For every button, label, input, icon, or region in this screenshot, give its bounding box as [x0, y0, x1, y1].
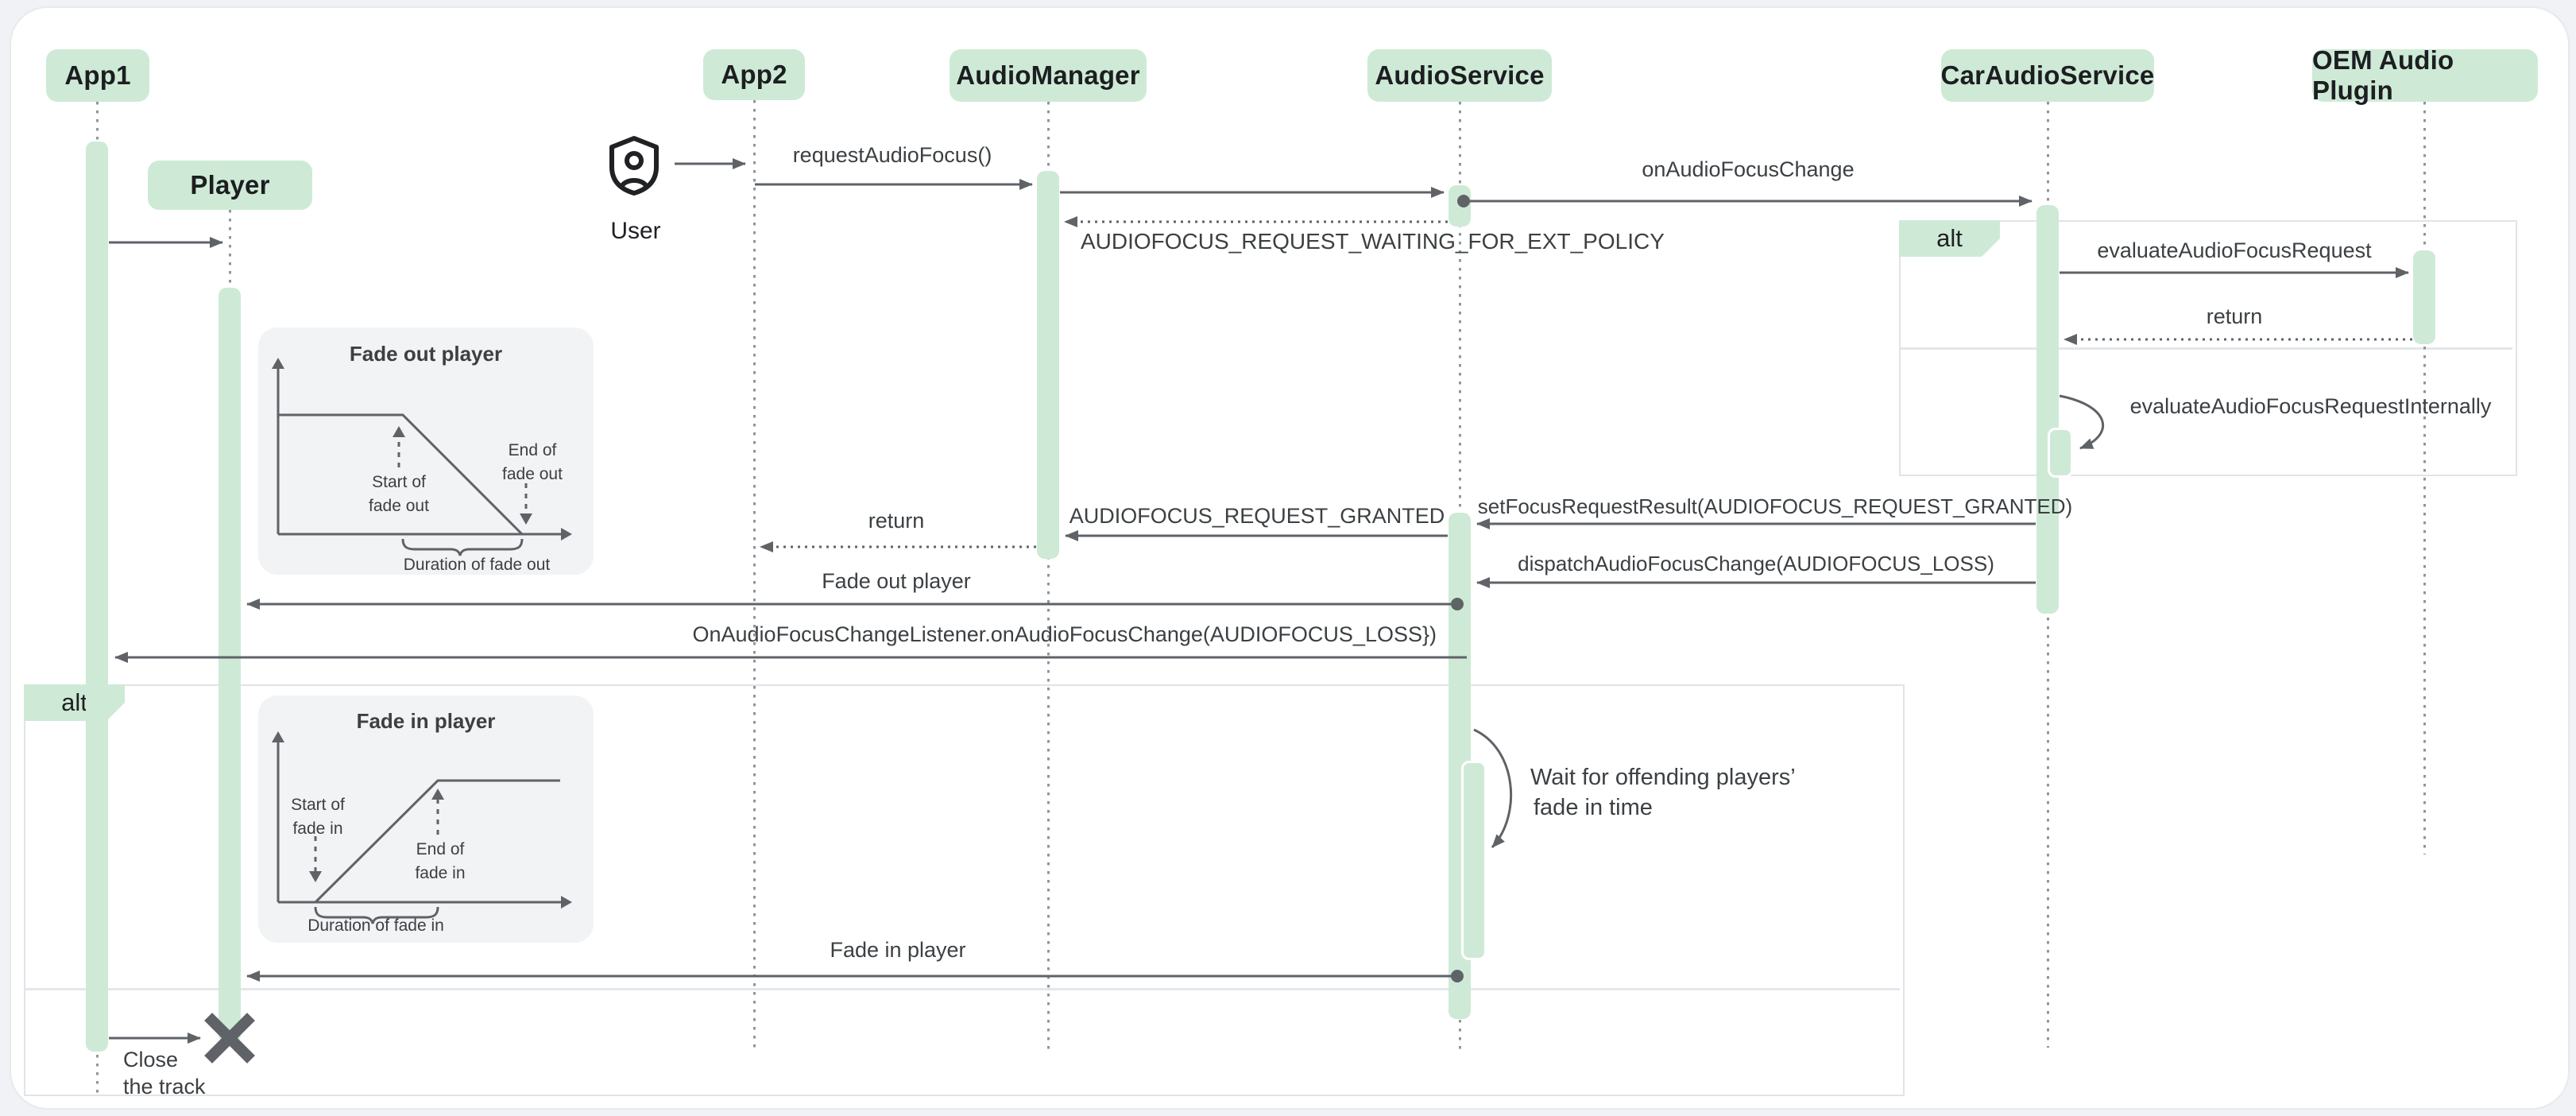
label-wait-note-line2: fade in time: [1534, 795, 1653, 820]
label-evaluate-return: return: [2206, 304, 2263, 328]
destroy-x-icon: [204, 1013, 255, 1064]
arrow-wait-loop: [1473, 728, 1513, 849]
activation-app1: [86, 141, 108, 1052]
participant-caraudioservice: CarAudioService: [1941, 49, 2154, 102]
fade-in-end-label: End of fade in: [415, 840, 466, 882]
fade-in-title: Fade in player: [356, 709, 496, 733]
actor-label: User: [610, 218, 661, 244]
dot-fade-in: [1451, 970, 1464, 982]
participant-app2: App2: [703, 49, 805, 100]
participant-player-label: Player: [190, 170, 270, 200]
label-request-granted: AUDIOFOCUS_REQUEST_GRANTED: [1069, 504, 1445, 528]
alt-fragment-right: [1899, 220, 2517, 476]
participant-app1: App1: [46, 49, 149, 102]
fade-in-start-label: Start of fade in: [291, 796, 345, 838]
participant-audioservice: AudioService: [1367, 49, 1552, 102]
label-on-audio-focus-change: onAudioFocusChange: [1642, 157, 1855, 181]
activation-oem: [2413, 250, 2435, 344]
label-close-line2: the track: [123, 1075, 206, 1099]
label-fade-in-player: Fade in player: [830, 938, 966, 962]
participant-caraudioservice-label: CarAudioService: [1940, 60, 2155, 90]
arrow-evaluate-internally: [2059, 394, 2104, 450]
activation-caraudioservice-internal: [2048, 428, 2073, 478]
fade-out-title: Fade out player: [349, 342, 503, 366]
participant-audiomanager: AudioManager: [950, 49, 1147, 102]
alt-fragment-right-divider: [1901, 347, 2512, 350]
fade-out-end-label: End of fade out: [502, 441, 563, 483]
lifeline-oem: [2423, 102, 2426, 854]
fade-out-duration-label: Duration of fade out: [403, 556, 551, 574]
label-close-line1: Close: [123, 1048, 179, 1071]
label-manager-return: return: [868, 509, 925, 533]
alt-label-left-text: alt: [61, 688, 87, 716]
alt-fragment-left: [24, 684, 1905, 1096]
activation-audioservice-wait: [1461, 761, 1487, 960]
activation-player: [219, 288, 241, 1043]
label-listener-callback: OnAudioFocusChangeListener.onAudioFocusC…: [692, 622, 1437, 646]
label-evaluate-request: evaluateAudioFocusRequest: [2097, 238, 2372, 262]
label-request-audio-focus: requestAudioFocus(): [792, 143, 992, 167]
alt-fragment-left-divider: [25, 988, 1900, 990]
activation-audiomanager: [1037, 171, 1059, 559]
participant-audiomanager-label: AudioManager: [956, 60, 1140, 90]
participant-app1-label: App1: [64, 60, 131, 90]
label-wait-note-line1: Wait for offending players’: [1530, 765, 1796, 790]
label-fade-out-player: Fade out player: [822, 569, 971, 593]
activation-caraudioservice: [2036, 205, 2059, 614]
lifeline-app2: [752, 100, 756, 1051]
participant-oem: OEM Audio Plugin: [2312, 45, 2538, 105]
lifeline-audiomanager: [1046, 102, 1050, 1051]
fade-out-start-label: Start of fade out: [369, 473, 429, 515]
label-set-focus-result: setFocusRequestResult(AUDIOFOCUS_REQUEST…: [1477, 494, 2073, 518]
label-waiting-policy: AUDIOFOCUS_REQUEST_WAITING_FOR_EXT_POLIC…: [1081, 229, 1665, 254]
dot-on-audio-focus-change: [1457, 195, 1470, 207]
fade-out-chart: [272, 358, 572, 556]
alt-label-right: alt: [1899, 220, 2000, 257]
fade-in-chart: [272, 731, 572, 924]
dot-fade-out: [1451, 598, 1464, 610]
participant-audioservice-label: AudioService: [1375, 60, 1545, 90]
fade-in-duration-label: Duration of fade in: [307, 916, 444, 935]
label-evaluate-internally: evaluateAudioFocusRequestInternally: [2129, 394, 2492, 418]
participant-oem-label: OEM Audio Plugin: [2312, 45, 2454, 105]
label-dispatch-change: dispatchAudioFocusChange(AUDIOFOCUS_LOSS…: [1518, 552, 1994, 575]
user-icon: [609, 136, 659, 196]
alt-label-right-text: alt: [1936, 224, 1963, 252]
participant-player: Player: [148, 161, 312, 210]
participant-app2-label: App2: [721, 60, 787, 89]
